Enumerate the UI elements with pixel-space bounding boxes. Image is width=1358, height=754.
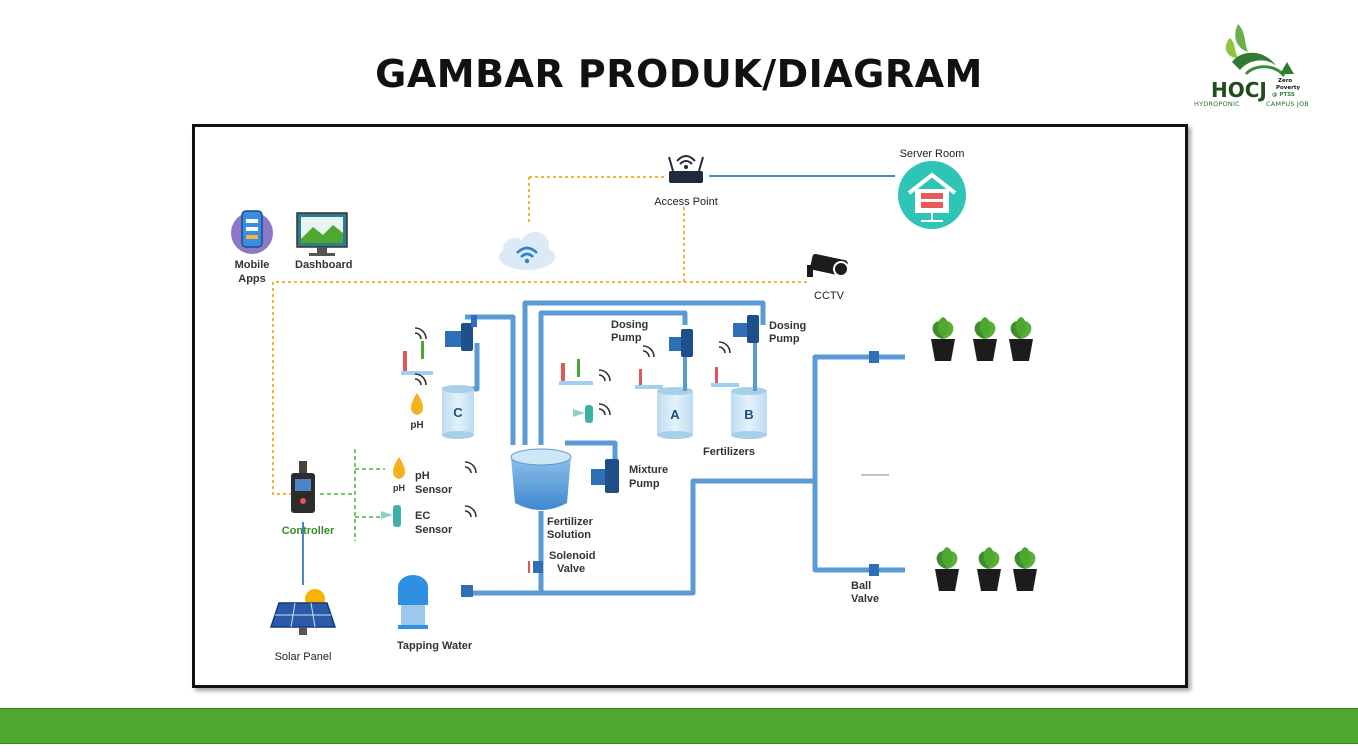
fertilizer-solution-label-1: Fertilizer	[547, 516, 594, 528]
cctv-icon	[807, 253, 849, 277]
server-room-icon	[898, 161, 966, 229]
diagram-frame: Access Point Server Room Mobile Apps	[192, 124, 1188, 688]
tank-b-label: B	[744, 407, 753, 422]
ec-sensor-icon	[381, 505, 401, 527]
hydroponic-system-diagram: Access Point Server Room Mobile Apps	[231, 148, 1037, 663]
ball-valve-label-2: Valve	[851, 593, 879, 605]
controller-label: Controller	[282, 525, 335, 537]
signal-icon	[414, 327, 427, 386]
tank-a	[657, 387, 693, 439]
dosing-pump-1-label-2: Pump	[611, 332, 642, 344]
sensor-illustration-icon	[559, 359, 739, 423]
solenoid-valve-label-1: Solenoid	[549, 550, 595, 562]
access-point-icon	[668, 155, 704, 183]
plant-pots-top	[931, 317, 1033, 361]
fertilizer-solution-label-2: Solution	[547, 529, 591, 541]
data-lines	[272, 176, 810, 495]
dosing-pump-2-label-1: Dosing	[769, 320, 806, 332]
logo-tag-ptss: @ PTSS	[1272, 92, 1295, 98]
dashboard-label: Dashboard	[295, 259, 352, 271]
dosing-pump-b-icon	[733, 315, 759, 391]
mobile-apps-label-2: Apps	[238, 273, 266, 285]
mixture-tank	[510, 448, 572, 510]
signal-icon-group	[464, 341, 731, 518]
ph-drop-icon	[411, 393, 423, 415]
logo-tag-zero: Zero	[1278, 78, 1293, 84]
sensor-links	[320, 449, 385, 541]
tapping-water-icon	[398, 575, 473, 629]
dosing-pump-1-label-1: Dosing	[611, 319, 648, 331]
cloud-wifi-icon	[499, 232, 555, 270]
ball-valve-label-1: Ball	[851, 580, 871, 592]
fertilizers-label: Fertilizers	[703, 446, 755, 458]
ph-sensor-icon	[393, 457, 405, 479]
logo-subtitle-left: HYDROPONIC	[1194, 100, 1240, 108]
solenoid-valve-label-2: Valve	[557, 563, 585, 575]
dosing-pump-2-label-2: Pump	[769, 333, 800, 345]
footer-bar	[0, 708, 1358, 744]
tank-c-label: C	[453, 405, 463, 420]
ec-sensor-label-1: EC	[415, 510, 430, 522]
ph-sensor-label-2: Sensor	[415, 484, 453, 496]
dosing-pump-a-icon	[669, 329, 693, 391]
cctv-label: CCTV	[814, 290, 845, 302]
logo-tag-poverty: Poverty	[1276, 85, 1301, 91]
dosing-pump-c-icon	[445, 315, 477, 351]
slide-title: GAMBAR PRODUK/DIAGRAM	[375, 52, 983, 96]
plant-pots-bottom	[935, 547, 1037, 591]
controller-icon	[291, 461, 315, 513]
temperature-sensor-icon	[401, 341, 433, 375]
logo-subtitle-right: CAMPUS JOB	[1266, 100, 1309, 108]
tank-c	[442, 385, 474, 439]
tapping-water-label: Tapping Water	[397, 640, 473, 652]
solenoid-valve-icon	[528, 561, 543, 573]
mobile-apps-label-1: Mobile	[235, 259, 270, 271]
mixture-pump-label-1: Mixture	[629, 464, 668, 476]
solar-panel-label: Solar Panel	[275, 651, 332, 663]
ph-sensor-label-1: pH	[415, 470, 430, 482]
leaf-logo-icon	[1225, 24, 1294, 77]
tank-a-label: A	[670, 407, 680, 422]
server-room-label: Server Room	[900, 148, 965, 160]
ph-sensor-icon-label: pH	[393, 483, 405, 493]
mixture-pump-icon	[591, 459, 619, 493]
dashboard-monitor-icon	[296, 212, 348, 256]
solar-panel-icon	[269, 589, 337, 635]
ph-small-label: pH	[410, 420, 423, 431]
logo-brand: HOCJ	[1211, 78, 1267, 102]
mobile-apps-icon	[231, 210, 273, 254]
tank-b	[731, 387, 767, 439]
ec-sensor-label-2: Sensor	[415, 524, 453, 536]
access-point-label: Access Point	[654, 196, 718, 208]
mixture-pump-label-2: Pump	[629, 478, 660, 490]
ball-valve-icon	[869, 351, 879, 576]
